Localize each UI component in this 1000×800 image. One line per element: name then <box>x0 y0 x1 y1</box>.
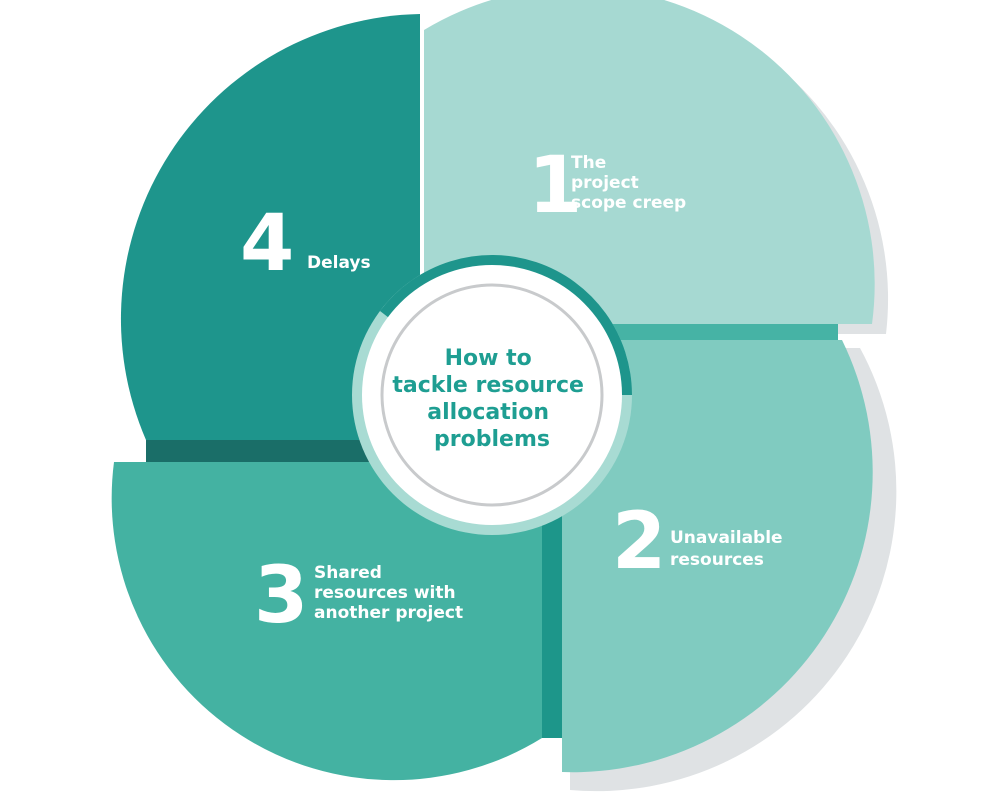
center-title-line-3: allocation <box>427 400 549 425</box>
segment-4-number: 4 <box>240 199 294 289</box>
segment-2-label-line-2: resources <box>670 550 764 570</box>
segment-2-number: 2 <box>612 497 666 587</box>
center-inner-ring <box>380 283 604 507</box>
segment-3-label-line-2: resources with <box>314 583 456 603</box>
segment-3-number: 3 <box>254 551 308 641</box>
segment-3-label: Shared resources with another project <box>314 563 463 623</box>
segment-2-label-line-1: Unavailable <box>670 528 783 548</box>
center-circle <box>362 265 622 525</box>
segment-3-edge <box>146 440 384 462</box>
center-title-line-4: problems <box>434 427 550 452</box>
segment-1-label-line-1: The <box>571 153 606 173</box>
segment-2-edge <box>542 500 562 738</box>
segment-4 <box>120 14 421 440</box>
segment-1-label-line-3: scope creep <box>571 193 686 213</box>
segment-2-label: Unavailable resources <box>670 528 789 570</box>
center-title: How to tackle resource allocation proble… <box>392 346 591 452</box>
segment-1 <box>424 0 875 324</box>
segment-2 <box>562 340 873 773</box>
segment-1-number: 1 <box>528 141 582 231</box>
segment-1-edge <box>610 324 838 340</box>
center-title-line-2: tackle resource <box>392 373 584 398</box>
segment-1-label: The project scope creep <box>571 153 686 213</box>
segment-3-label-line-3: another project <box>314 603 463 623</box>
segment-1-label-line-2: project <box>571 173 639 193</box>
segment-4-label: Delays <box>307 253 371 273</box>
center-title-line-1: How to <box>445 346 532 371</box>
segment-3 <box>111 462 542 781</box>
segment-3-label-line-1: Shared <box>314 563 382 583</box>
